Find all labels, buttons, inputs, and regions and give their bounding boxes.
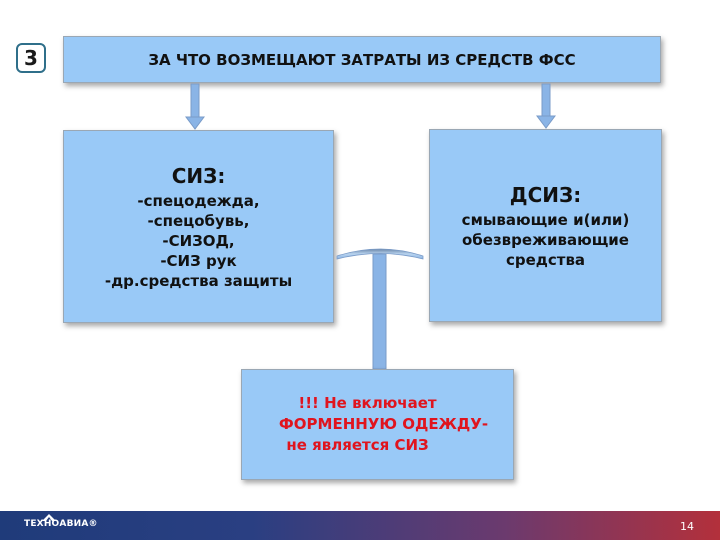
note-line: !!! Не включает bbox=[298, 394, 437, 412]
dsiz-box: ДСИЗ: смывающие и(или) обезвреживающие с… bbox=[429, 129, 662, 322]
page-number: 14 bbox=[680, 520, 694, 533]
footer-bar bbox=[0, 511, 720, 540]
logo-icon bbox=[42, 514, 56, 521]
siz-item: -СИЗОД, bbox=[162, 231, 235, 250]
siz-box: СИЗ: -спецодежда, -спецобувь, -СИЗОД, -С… bbox=[63, 130, 334, 323]
note-box: !!! Не включает ФОРМЕННУЮ ОДЕЖДУ- не явл… bbox=[241, 369, 514, 480]
siz-item: -спецобувь, bbox=[147, 211, 250, 230]
dsiz-line: обезвреживающие bbox=[462, 230, 629, 249]
arrow-down-icon bbox=[185, 83, 205, 130]
siz-heading: СИЗ: bbox=[171, 163, 226, 188]
dsiz-heading: ДСИЗ: bbox=[509, 182, 582, 207]
siz-item: -др.средства защиты bbox=[104, 271, 293, 290]
arrow-up-icon bbox=[336, 248, 424, 370]
dsiz-line: средства bbox=[505, 250, 586, 269]
note-line: не является СИЗ bbox=[286, 436, 429, 454]
siz-item: -спецодежда, bbox=[137, 191, 260, 210]
note-line: ФОРМЕННУЮ ОДЕЖДУ- bbox=[278, 415, 489, 433]
title-text: ЗА ЧТО ВОЗМЕЩАЮТ ЗАТРАТЫ ИЗ СРЕДСТВ ФСС bbox=[148, 50, 576, 69]
title-box: ЗА ЧТО ВОЗМЕЩАЮТ ЗАТРАТЫ ИЗ СРЕДСТВ ФСС bbox=[63, 36, 661, 83]
dsiz-line: смывающие и(или) bbox=[461, 210, 630, 229]
company-logo: ТЕХНОАВИА® bbox=[24, 519, 98, 529]
arrow-down-icon bbox=[536, 83, 556, 129]
slide-number-badge: 3 bbox=[16, 43, 46, 73]
siz-item: -СИЗ рук bbox=[160, 251, 237, 270]
